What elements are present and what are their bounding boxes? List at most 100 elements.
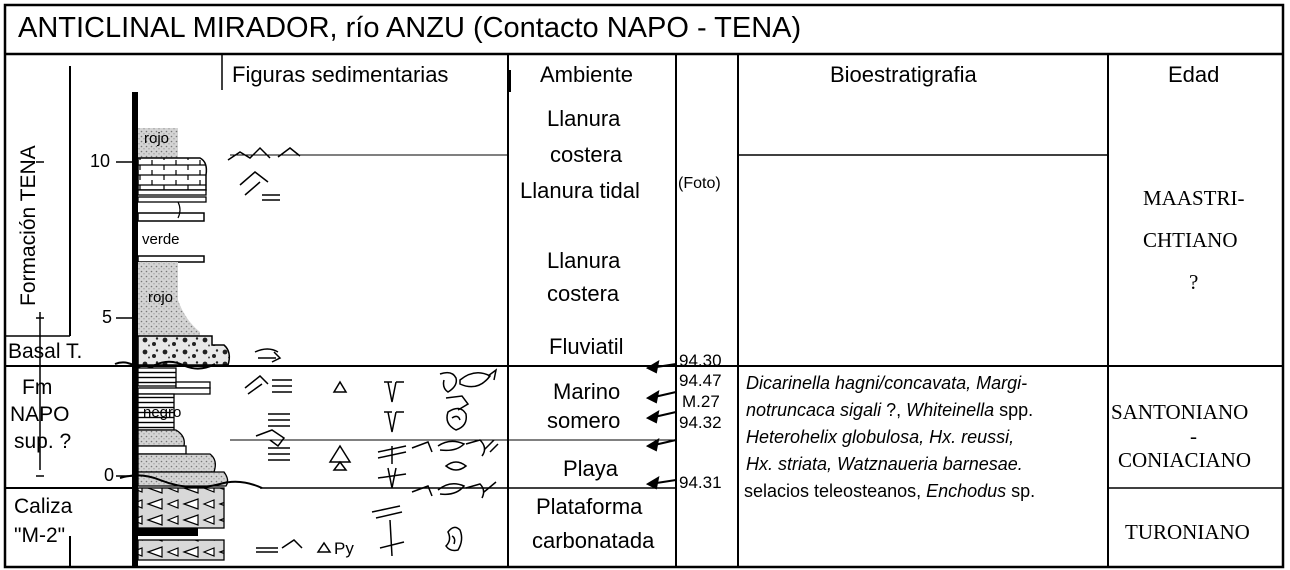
lithologic-column — [114, 92, 263, 567]
env-llanura-costera-2b: costera — [547, 281, 620, 306]
gastropod-icon — [446, 407, 468, 431]
arrowhead — [645, 437, 660, 452]
age-turoniano: TURONIANO — [1125, 520, 1250, 544]
current-ripple-icon — [255, 429, 286, 448]
age-santoniano: SANTONIANO — [1111, 400, 1249, 424]
lith-rojo-top: rojo — [144, 130, 170, 147]
rojo-unit-top — [138, 128, 178, 158]
age-maas-3: ? — [1189, 270, 1199, 294]
bivalve-icon — [445, 395, 470, 411]
formation-caliza-label-2: "M-2" — [14, 524, 66, 547]
sand-bed — [137, 255, 205, 263]
thin-bed — [137, 196, 207, 203]
arrowhead — [645, 409, 660, 424]
header-figuras: Figuras sedimentarias — [232, 62, 449, 87]
rojo-unit-mid — [138, 262, 200, 336]
lamination-icon — [268, 447, 290, 461]
env-fluviatil: Fluviatil — [549, 334, 624, 359]
burrow-icon — [377, 445, 407, 464]
cross-bedding-icon — [239, 171, 280, 201]
header-edad: Edad — [1168, 62, 1220, 87]
header-ambiente: Ambiente — [540, 62, 633, 87]
formation-napo-label-1: Fm — [22, 376, 53, 399]
playa-sand-low — [137, 471, 229, 487]
bio-line-4: Hx. striata, Watznaueria barnesae. — [746, 454, 1023, 474]
playa-sand — [137, 453, 216, 473]
env-llanura-costera-1a: Llanura — [547, 106, 621, 131]
fish-fossil-icon — [411, 481, 497, 499]
current-ripple-icon — [254, 348, 282, 363]
limestone-unit — [137, 157, 208, 191]
shell-icon — [445, 526, 463, 552]
napo-sand — [137, 429, 185, 447]
basal-conglomerate — [137, 335, 231, 366]
scale-label-5: 5 — [102, 307, 113, 327]
burrow-icon — [377, 467, 407, 489]
unconformity-top — [114, 360, 216, 370]
arrowhead — [645, 359, 660, 374]
triangle-icon — [328, 444, 352, 463]
sample-label-2: 94.47 — [679, 371, 722, 390]
sand-bed — [137, 212, 205, 222]
sample-label-1: 94.30 — [679, 351, 722, 370]
bio-line-2: notruncaca sigali ?, Whiteinella spp. — [746, 400, 1034, 420]
env-llanura-tidal: Llanura tidal — [520, 178, 640, 203]
wavy-contact — [177, 201, 181, 219]
formation-napo-label-3: sup. ? — [14, 430, 72, 453]
cross-bedding-icon — [256, 539, 303, 553]
age-dash: - — [1190, 424, 1197, 448]
formation-napo-label-2: NAPO — [10, 403, 70, 426]
burrow-icon — [384, 381, 404, 403]
formation-tena-label: Formación TENA — [17, 145, 40, 306]
sample-arrows — [645, 359, 677, 490]
cross-bedding-icon — [244, 374, 292, 395]
bio-line-1: Dicarinella hagni/concavata, Margi- — [746, 373, 1028, 393]
sample-label-4: 94.32 — [679, 413, 722, 432]
env-llanura-costera-2a: Llanura — [547, 248, 621, 273]
arrowhead — [645, 389, 660, 404]
napo-negro-shale — [137, 393, 175, 431]
figure-title: ANTICLINAL MIRADOR, río ANZU (Contacto N… — [18, 12, 802, 44]
fish-fossil-icon — [411, 439, 499, 457]
age-maas-2: CHTIANO — [1143, 228, 1238, 252]
age-coniaciano: CONIACIANO — [1118, 448, 1251, 472]
bio-line-5: selacios teleosteanos, Enchodus sp. — [744, 481, 1036, 501]
burrow-icon — [384, 411, 404, 433]
nodule-icon — [444, 461, 468, 471]
napo-bed — [137, 387, 211, 395]
age-maas-1: MAASTRI- — [1143, 186, 1245, 210]
burrow-icon — [371, 505, 405, 557]
unconformity-low — [119, 474, 263, 489]
scale-label-10: 10 — [90, 151, 111, 171]
napo-bed — [175, 381, 211, 389]
outer-frame — [3, 3, 1285, 569]
sample-label-3: M.27 — [682, 392, 720, 411]
napo-bed — [137, 445, 187, 455]
caliza-dark-bed — [138, 528, 198, 536]
scale-label-0: 0 — [104, 465, 115, 485]
env-plataforma-a: Plataforma — [536, 494, 643, 519]
caliza-unit-low — [137, 539, 225, 561]
lith-rojo-mid: rojo — [148, 289, 174, 306]
formation-basal-label: Basal T. — [8, 340, 83, 363]
sedimentary-figures — [227, 146, 499, 557]
thin-bed — [137, 189, 207, 196]
triangle-icon — [332, 380, 348, 393]
bio-line-3: Heterohelix globulosa, Hx. reussi, — [746, 427, 1015, 447]
sample-label-5: 94.31 — [679, 473, 722, 492]
napo-shale — [137, 367, 177, 387]
lamination-icon — [268, 413, 290, 427]
foto-label: (Foto) — [678, 175, 721, 192]
env-marino-b: somero — [547, 408, 621, 433]
fish-fossil-icon — [439, 368, 498, 393]
env-playa: Playa — [563, 456, 619, 481]
column-axis — [132, 92, 138, 567]
env-llanura-costera-1b: costera — [547, 144, 626, 166]
lith-verde: verde — [142, 231, 180, 248]
env-plataforma-b: carbonatada — [532, 528, 655, 553]
triangle-icon — [316, 541, 332, 553]
caliza-unit — [137, 487, 225, 529]
lith-negro: negro — [143, 404, 182, 421]
formation-caliza-label-1: Caliza — [14, 495, 73, 518]
